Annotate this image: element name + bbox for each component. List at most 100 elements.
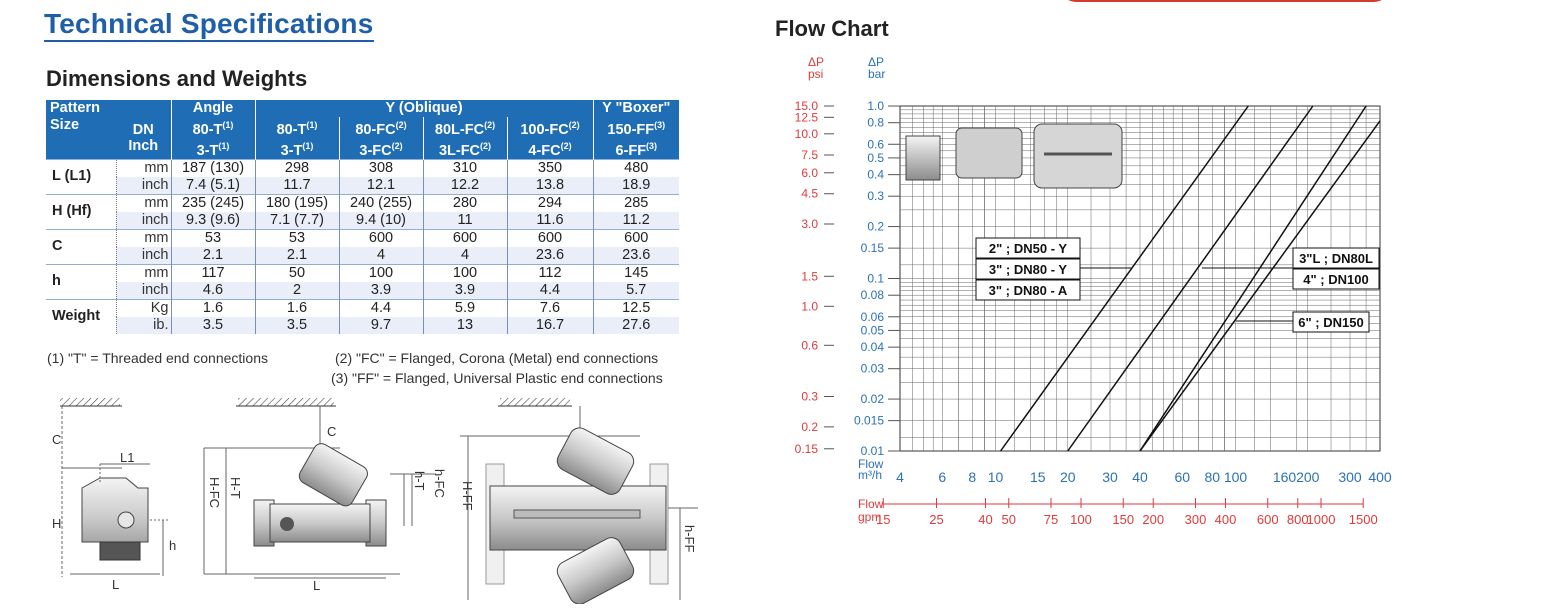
table-cell: 100 (338, 263, 423, 282)
flow-m3h-label-line: m³/h (858, 468, 882, 482)
inch-header: Inch (128, 137, 159, 154)
table-cell: 11.2 (592, 211, 679, 230)
size-inch: 3-T(1) (280, 140, 314, 159)
legend-entry: 4" ; DN100 (1303, 272, 1368, 287)
spec-table: Pattern Angle Y (Oblique) Y "Boxer" Size… (46, 100, 679, 334)
table-cell: 298 (254, 158, 339, 177)
legend-box (975, 279, 1081, 301)
legend-entry: 3"L ; DN80L (1299, 251, 1373, 266)
legend-box (1292, 247, 1380, 269)
legend-entry: 3" ; DN80 - A (989, 283, 1068, 298)
bar-tick-label: 0.5 (867, 151, 884, 165)
psi-axis-label-line: psi (808, 67, 823, 81)
bar-axis-label-line: ΔP (868, 55, 884, 69)
flow-gpm-tick-label: 800 (1287, 512, 1309, 527)
page-title: Technical Specifications (44, 8, 374, 42)
size-inch: 3-T(1) (196, 140, 230, 159)
psi-tick-label: 12.5 (795, 110, 819, 124)
table-cell: 7.6 (506, 298, 593, 317)
flow-m3h-tick-label: 8 (968, 469, 976, 485)
table-cell: 3.9 (422, 281, 507, 300)
footnote-1: (1) "T" = Threaded end connections (47, 350, 268, 366)
flow-gpm-tick-label: 25 (929, 512, 943, 527)
dim-label-h-ff-small: h-FF (682, 525, 697, 553)
size-inch: 6-FF(3) (615, 140, 658, 159)
table-cell: 5.9 (422, 298, 507, 317)
table-cell: 7.4 (5.1) (170, 176, 255, 195)
table-cell: 4.4 (338, 298, 423, 317)
flow-m3h-tick-label: 100 (1224, 469, 1248, 485)
table-cell: 12.1 (338, 176, 423, 195)
flow-gpm-tick-label: 1500 (1349, 512, 1378, 527)
size-col-3: 80L-FC(2)3L-FC(2) (422, 117, 507, 160)
series-line (1139, 120, 1381, 452)
size-header: Size (46, 117, 116, 160)
size-dn: 100-FC(2) (520, 120, 580, 138)
size-dn: 80-T(1) (276, 120, 318, 138)
table-cell: 27.6 (592, 316, 679, 334)
flow-m3h-tick-label: 80 (1204, 469, 1220, 485)
bar-tick-label: 0.08 (861, 288, 885, 302)
table-cell: 53 (170, 228, 255, 247)
table-cell: 1.6 (170, 298, 255, 317)
table-cell: 16.7 (506, 316, 593, 334)
table-cell: 4 (422, 246, 507, 265)
y-boxer-header: Y "Boxer" (592, 100, 679, 117)
legend-box (975, 258, 1081, 280)
flow-m3h-label-line: Flow (858, 457, 884, 471)
table-cell: 180 (195) (254, 193, 339, 212)
flow-gpm-tick-label: 300 (1185, 512, 1207, 527)
size-col-5: 150-FF(3)6-FF(3) (592, 117, 679, 160)
psi-axis-label-line: ΔP (808, 55, 824, 69)
psi-tick-label: 10.0 (795, 127, 819, 141)
table-cell: 53 (254, 228, 339, 247)
flow-gpm-tick-label: 75 (1044, 512, 1058, 527)
row-label: L (L1) (46, 158, 117, 195)
table-cell: 3.5 (170, 316, 255, 334)
psi-tick-label: 0.3 (801, 389, 818, 403)
table-cell: 4.4 (506, 281, 593, 300)
bar-tick-label: 0.03 (861, 362, 885, 376)
table-cell: 2.1 (254, 246, 339, 265)
section-title: Dimensions and Weights (46, 66, 308, 91)
chart-series (999, 105, 1381, 452)
psi-tick-label: 0.6 (801, 338, 818, 352)
table-cell: 11.7 (254, 176, 339, 195)
table-cell: 9.4 (10) (338, 211, 423, 230)
flow-m3h-tick-label: 4 (896, 469, 904, 485)
bar-tick-label: 0.15 (861, 241, 885, 255)
table-cell: 7.1 (7.7) (254, 211, 339, 230)
table-cell: 240 (255) (338, 193, 423, 212)
row-unit: inch (116, 211, 171, 230)
flow-gpm-tick-label: 400 (1215, 512, 1237, 527)
dim-label-h: H (52, 516, 61, 531)
size-col-2: 80-FC(2)3-FC(2) (338, 117, 423, 160)
row-label: C (46, 228, 117, 265)
table-cell: 4.6 (170, 281, 255, 300)
flow-gpm-tick-label: 40 (978, 512, 992, 527)
table-cell: 9.7 (338, 316, 423, 334)
flow-gpm-tick-label: 150 (1112, 512, 1134, 527)
chart-legend: 2" ; DN50 - Y3" ; DN80 - Y3" ; DN80 - A3… (975, 237, 1380, 333)
pattern-header: Pattern (46, 100, 171, 117)
table-cell: 117 (170, 263, 255, 282)
table-cell: 13.8 (506, 176, 593, 195)
flow-m3h-tick-label: 6 (938, 469, 946, 485)
dn-header: DN (132, 121, 154, 138)
table-cell: 600 (592, 228, 679, 247)
row-unit: mm (116, 158, 171, 177)
size-dn: 80L-FC(2) (434, 120, 496, 138)
dimension-drawings: C L1 H h L C H-FC H-T h-T h-FC L (52, 398, 698, 604)
table-cell: 187 (130) (170, 158, 255, 177)
y-oblique-valve-drawing (203, 398, 436, 579)
legend-box (975, 237, 1081, 259)
dim-label-l: L (112, 577, 119, 592)
